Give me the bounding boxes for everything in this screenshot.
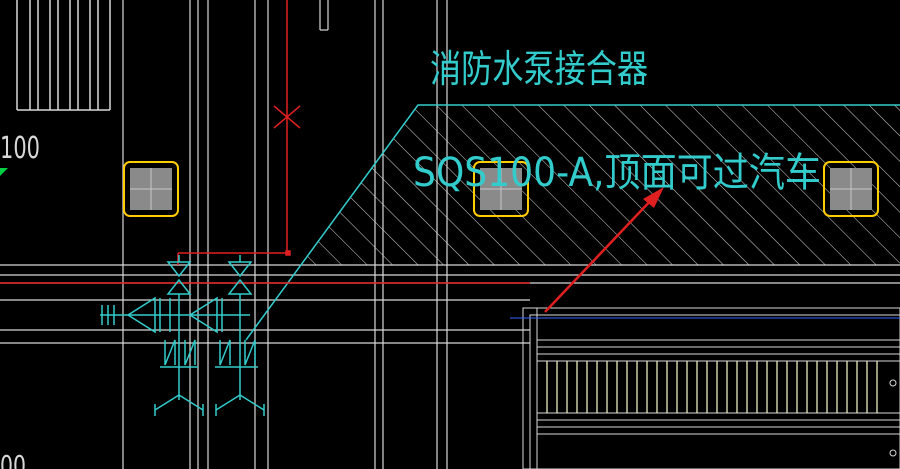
title-label: 消防水泵接合器 xyxy=(430,47,648,91)
stair-markers xyxy=(889,379,897,457)
column-icon xyxy=(473,161,529,217)
column-icon xyxy=(123,161,179,217)
left-number-label: 100 xyxy=(0,131,40,166)
annotation-arrow-icon xyxy=(544,187,664,313)
stair-area xyxy=(510,307,900,469)
hatched-pad xyxy=(300,105,900,265)
bottom-left-number-label: 00 xyxy=(0,449,26,469)
pump-connector-icon xyxy=(215,394,265,416)
check-valve-icon xyxy=(126,296,171,334)
check-valve-icon xyxy=(188,296,223,334)
pump-connector-icon xyxy=(154,394,204,416)
red-pipes xyxy=(0,0,530,284)
top-left-stripes xyxy=(16,0,111,111)
green-marker-icon xyxy=(0,168,8,176)
column-icon xyxy=(823,161,879,217)
pad-outline xyxy=(245,104,900,341)
model-label: SQS100-A,顶面可过汽车 xyxy=(413,150,821,196)
valve-assembly-left xyxy=(100,255,265,416)
stair-treads xyxy=(546,361,878,413)
